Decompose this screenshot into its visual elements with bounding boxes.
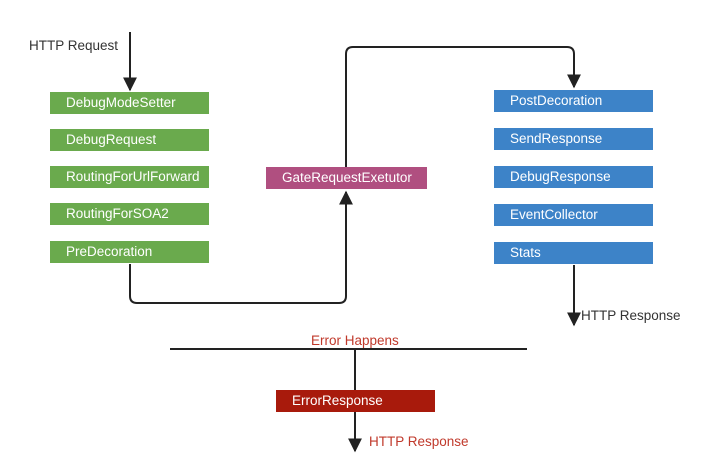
http-response-label: HTTP Response <box>581 308 681 323</box>
filter-post-decoration: PostDecoration <box>494 90 653 112</box>
filter-routing-for-soa2: RoutingForSOA2 <box>50 203 209 225</box>
filter-debug-mode-setter: DebugModeSetter <box>50 92 209 114</box>
error-http-response-label: HTTP Response <box>369 434 469 449</box>
filter-pre-decoration: PreDecoration <box>50 241 209 263</box>
filter-send-response: SendResponse <box>494 128 653 150</box>
filter-debug-response: DebugResponse <box>494 166 653 188</box>
filter-stats: Stats <box>494 242 653 264</box>
filter-routing-for-url-forward: RoutingForUrlForward <box>50 166 209 188</box>
error-response: ErrorResponse <box>276 390 435 412</box>
http-request-label: HTTP Request <box>29 38 119 53</box>
filter-debug-request: DebugRequest <box>50 129 209 151</box>
executor-to-post-connector <box>345 46 581 167</box>
error-happens-label: Error Happens <box>311 333 399 348</box>
pre-to-executor-connector <box>129 190 353 304</box>
gate-request-executor: GateRequestExetutor <box>266 167 427 189</box>
filter-event-collector: EventCollector <box>494 204 653 226</box>
